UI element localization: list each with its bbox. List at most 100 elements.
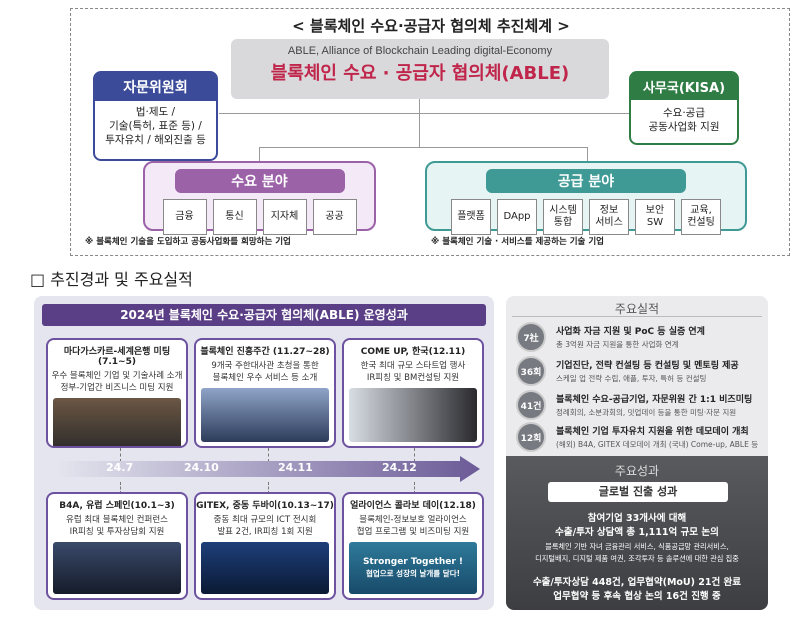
event-card: COME UP, 한국(12.11) 한국 최대 규모 스타트업 행사 IR피칭…	[342, 338, 484, 448]
event-photo	[201, 388, 329, 442]
demand-box: 수요 분야 금융 통신 지자체 공공	[143, 161, 376, 235]
performance-panel: 2024년 블록체인 수요·공급자 협의체(ABLE) 운영성과 마다가스카르-…	[34, 296, 494, 610]
global-badge: 글로벌 진출 성과	[548, 482, 728, 502]
event-card-line: 유럽 최대 블록체인 컨퍼런스	[66, 515, 168, 525]
secretariat-title: 사무국(KISA)	[631, 73, 737, 100]
connector-line	[587, 147, 588, 161]
event-card-head: 얼라이언스 콜라보 데이(12.18)	[350, 501, 476, 511]
achievements-title: 주요실적	[614, 302, 660, 316]
timeline-connector	[414, 448, 415, 462]
org-diagram: < 블록체인 수요·공급자 협의체 추진체계 > ABLE, Alliance …	[70, 8, 790, 256]
achievement-main: 블록체인 수요-공급기업, 자문위원 간 1:1 비즈미팅	[556, 395, 753, 405]
panel-title: 2024년 블록체인 수요·공급자 협의체(ABLE) 운영성과	[42, 304, 486, 326]
supply-cell: 정보 서비스	[589, 199, 629, 235]
section-heading: □ 추진경과 및 주요실적	[30, 270, 193, 289]
advisory-title: 자문위원회	[95, 73, 216, 101]
event-card-line: 우수 블록체인 기업 및 기술사례 소개	[51, 371, 183, 381]
timeline-connector	[268, 482, 269, 494]
event-card: B4A, 유럽 스페인(10.1~3) 유럽 최대 블록체인 컨퍼런스 IR피칭…	[46, 492, 188, 600]
achievement-item: 41건 블록체인 수요-공급기업, 자문위원 간 1:1 비즈미팅 정례회의, …	[516, 390, 764, 424]
event-card: 얼라이언스 콜라보 데이(12.18) 블록체인-정보보호 얼라이언스 협업 프…	[342, 492, 484, 600]
demand-cell: 공공	[312, 199, 357, 235]
achievement-sub: 총 3억원 자금 지원을 통한 사업화 연계	[556, 340, 679, 349]
achievement-main: 사업화 자금 지원 및 PoC 등 실증 연계	[556, 327, 705, 337]
event-card: 마다가스카르-세계은행 미팅 (7.1~5) 우수 블록체인 기업 및 기술사례…	[46, 338, 188, 448]
event-card-line: IR피칭 및 BM컨설팅 지원	[366, 373, 460, 383]
supply-box: 공급 분야 플랫폼 DApp 시스템 통합 정보 서비스 보안 SW 교육, 컨…	[425, 161, 747, 235]
diagram-title: < 블록체인 수요·공급자 협의체 추진체계 >	[292, 17, 570, 35]
able-subtitle: ABLE, Alliance of Blockchain Leading dig…	[287, 45, 553, 57]
event-card-head: 마다가스카르-세계은행 미팅 (7.1~5)	[63, 347, 171, 367]
achievements-panel: 주요실적 7社 사업화 자금 지원 및 PoC 등 실증 연계 총 3억원 자금…	[506, 296, 768, 610]
connector-line	[259, 147, 260, 161]
demand-cell: 통신	[212, 199, 257, 235]
event-card-line: 정부-기업간 비즈니스 미팅 지원	[60, 383, 174, 393]
outcome-line: 참여기업 33개사에 대해	[587, 513, 687, 524]
achievement-item: 36회 기업진단, 전략 컨설팅 등 컨설팅 및 멘토링 제공 스케일 업 전략…	[516, 356, 764, 390]
able-title: 블록체인 수요 · 공급자 협의체(ABLE)	[270, 63, 570, 84]
timeline-connector	[120, 448, 121, 462]
timeline-label: 24.7	[106, 461, 134, 474]
secretariat-line: 공동사업화 지원	[648, 121, 720, 133]
event-card: 블록체인 진흥주간 (11.27~28) 9개국 주한대사관 초청을 통한 블록…	[194, 338, 336, 448]
achievement-item: 12회 블록체인 기업 투자유치 지원을 위한 데모데이 개최 (해외) B4A…	[516, 422, 764, 456]
outcome-line: 디지털배지, 디지털 제품 여권, 조각투자 등 솔루션에 대한 관심 집중	[535, 554, 739, 563]
event-card: GITEX, 중동 두바이(10.13~17) 중동 최대 규모의 ICT 전시…	[194, 492, 336, 600]
able-box: ABLE, Alliance of Blockchain Leading dig…	[231, 39, 609, 99]
event-photo	[53, 542, 181, 594]
event-photo	[53, 398, 181, 446]
supply-cell: 보안 SW	[635, 199, 675, 235]
supply-note: ※ 블록체인 기술 · 서비스를 제공하는 기술 기업	[431, 237, 604, 247]
advisory-line: 투자유치 / 해외진출 등	[105, 134, 206, 146]
event-card-line: 협업 프로그램 및 비즈미팅 지원	[356, 527, 470, 537]
event-card-head: GITEX, 중동 두바이(10.13~17)	[196, 501, 334, 511]
outcome-line: 수출/투자 상담액 총 1,111억 규모 논의	[555, 527, 719, 538]
achievement-badge: 41건	[516, 390, 546, 420]
event-card-line: 한국 최대 규모 스타트업 행사	[360, 361, 466, 371]
banner-text: Stronger Together !	[362, 557, 464, 567]
event-photo	[201, 542, 329, 594]
outcomes-section: 주요성과 글로벌 진출 성과 참여기업 33개사에 대해 수출/투자 상담액 총…	[506, 456, 768, 610]
event-photo	[349, 388, 477, 442]
supply-title: 공급 분야	[486, 169, 686, 193]
supply-cell: 시스템 통합	[543, 199, 583, 235]
connector-line	[259, 147, 587, 148]
event-card-line: 중동 최대 규모의 ICT 전시회	[213, 515, 317, 525]
banner-text: 협업으로 성장의 날개를 달다!	[365, 569, 461, 578]
advisory-line: 법·제도 /	[135, 106, 176, 118]
timeline-arrow	[56, 456, 480, 482]
demand-cell: 지자체	[262, 199, 307, 235]
outcome-line: 수출/투자상담 448건, 업무협약(MoU) 21건 완료	[532, 577, 742, 588]
event-card-line: IR피칭 및 투자상담회 지원	[69, 527, 165, 537]
supply-cell: DApp	[497, 199, 537, 235]
demand-title: 수요 분야	[174, 169, 345, 193]
demand-cell: 금융	[162, 199, 207, 235]
timeline-connector	[120, 482, 121, 494]
secretariat-box: 사무국(KISA) 수요·공급 공동사업화 지원	[629, 71, 739, 145]
achievement-sub: 스케일 업 전략 수립, 애플, 투자, 특허 등 컨설팅	[556, 374, 707, 383]
achievement-item: 7社 사업화 자금 지원 및 PoC 등 실증 연계 총 3억원 자금 지원을 …	[516, 322, 764, 356]
event-card-head: COME UP, 한국(12.11)	[360, 347, 466, 357]
outcome-line: 블록체인 기반 자녀 금융관리 서비스, 식품공급망 관리서비스,	[545, 542, 729, 551]
outcomes-title: 주요성과	[614, 464, 660, 478]
achievement-main: 기업진단, 전략 컨설팅 등 컨설팅 및 멘토링 제공	[556, 361, 739, 371]
outcome-line: 업무협약 등 후속 협상 논의 16건 진행 중	[553, 591, 721, 602]
advisory-box: 자문위원회 법·제도 / 기술(특허, 표준 등) / 투자유치 / 해외진출 …	[93, 71, 218, 161]
connector-line	[419, 99, 420, 147]
achievement-badge: 36회	[516, 356, 546, 386]
demand-note: ※ 블록체인 기술을 도입하고 공동사업화를 희망하는 기업	[85, 237, 291, 247]
divider	[512, 316, 762, 317]
advisory-line: 기술(특허, 표준 등) /	[109, 120, 202, 132]
supply-cell: 교육, 컨설팅	[681, 199, 721, 235]
achievement-badge: 7社	[516, 322, 546, 352]
event-card-line: 발표 2건, IR피칭 1회 지원	[217, 527, 313, 537]
event-card-line: 블록체인 우수 서비스 등 소개	[212, 373, 318, 383]
event-card-line: 블록체인-정보보호 얼라이언스	[359, 515, 467, 525]
timeline-connector	[414, 482, 415, 494]
event-card-head: 블록체인 진흥주간 (11.27~28)	[200, 347, 330, 357]
secretariat-line: 수요·공급	[663, 107, 705, 119]
event-card-line: 9개국 주한대사관 초청을 통한	[211, 361, 319, 371]
timeline-label: 24.12	[382, 461, 417, 474]
timeline-label: 24.11	[278, 461, 313, 474]
event-card-head: B4A, 유럽 스페인(10.1~3)	[59, 501, 175, 511]
